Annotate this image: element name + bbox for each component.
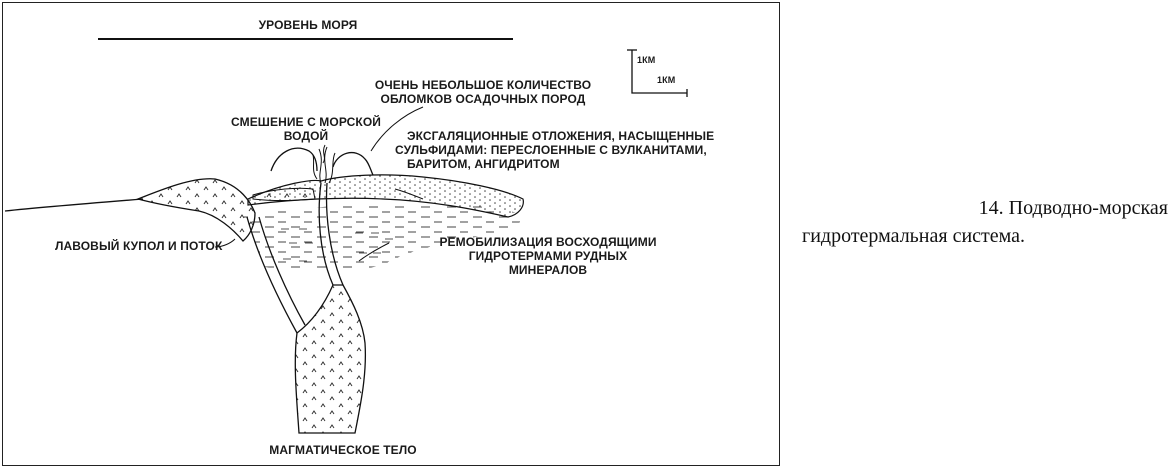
caption-line-2: гидротермальная система. xyxy=(790,222,1170,250)
scale-bar xyxy=(627,50,687,97)
seafloor-left xyxy=(5,199,143,211)
figure-caption: 14. Подводно-морская гидротермальная сис… xyxy=(790,194,1170,250)
lava-dome xyxy=(138,179,255,241)
magmatic-body xyxy=(295,285,365,433)
exhalative-deposits-label: ЭКСГАЛЯЦИОННЫЕ ОТЛОЖЕНИЯ, НАСЫЩЕННЫЕ СУЛ… xyxy=(395,129,767,171)
sea-level-label: УРОВЕНЬ МОРЯ xyxy=(258,18,358,32)
seawater-mixing-label: СМЕШЕНИЕ С МОРСКОЙ ВОДОЙ xyxy=(231,115,381,143)
scale-horizontal-label: 1КМ xyxy=(657,75,675,85)
remobilization-label: РЕМОБИЛИЗАЦИЯ ВОСХОДЯЩИМИ ГИДРОТЕРМАМИ Р… xyxy=(423,235,673,277)
magmatic-body-label: МАГМАТИЧЕСКОЕ ТЕЛО xyxy=(253,443,433,457)
caption-line-1: 14. Подводно-морская xyxy=(790,194,1170,222)
diagram-frame: УРОВЕНЬ МОРЯ 1КМ 1КМ ОЧЕНЬ НЕБОЛЬШОЕ КОЛ… xyxy=(2,2,780,466)
vent-mound-right xyxy=(333,153,373,175)
sediments-label: ОЧЕНЬ НЕБОЛЬШОЕ КОЛИЧЕСТВО ОБЛОМКОВ ОСАД… xyxy=(363,78,603,106)
hydrothermal-system-diagram xyxy=(3,3,778,464)
lava-dome-label: ЛАВОВЫЙ КУПОЛ И ПОТОК xyxy=(55,239,222,253)
vent-mound-left xyxy=(271,148,317,171)
scale-vertical-label: 1КМ xyxy=(637,55,655,65)
exhalative-lens-left xyxy=(253,188,315,200)
